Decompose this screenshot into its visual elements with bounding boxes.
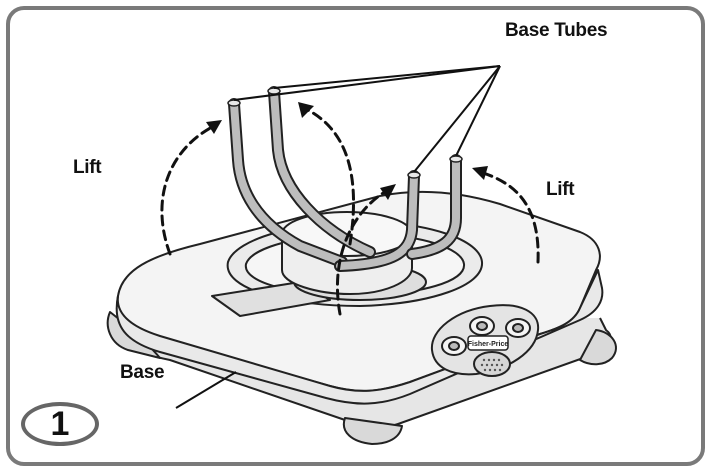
walker-base [106,190,617,445]
label-base: Base [120,362,165,383]
speaker-grille [480,358,504,372]
arrow-heads [206,102,488,200]
label-lift-left: Lift [73,157,102,178]
tube-ends [227,87,463,179]
svg-text:Fisher-Price: Fisher-Price [468,341,509,348]
base-tubes-leader-lines [233,65,501,173]
base-leader-line [175,371,237,409]
lift-arrows [160,106,540,316]
figure-frame [6,6,705,466]
label-base-tubes: Base Tubes [505,20,608,41]
step-number-badge: 1 [21,402,99,446]
brand-logo: Fisher-Price [467,335,509,351]
label-lift-right: Lift [546,179,575,200]
